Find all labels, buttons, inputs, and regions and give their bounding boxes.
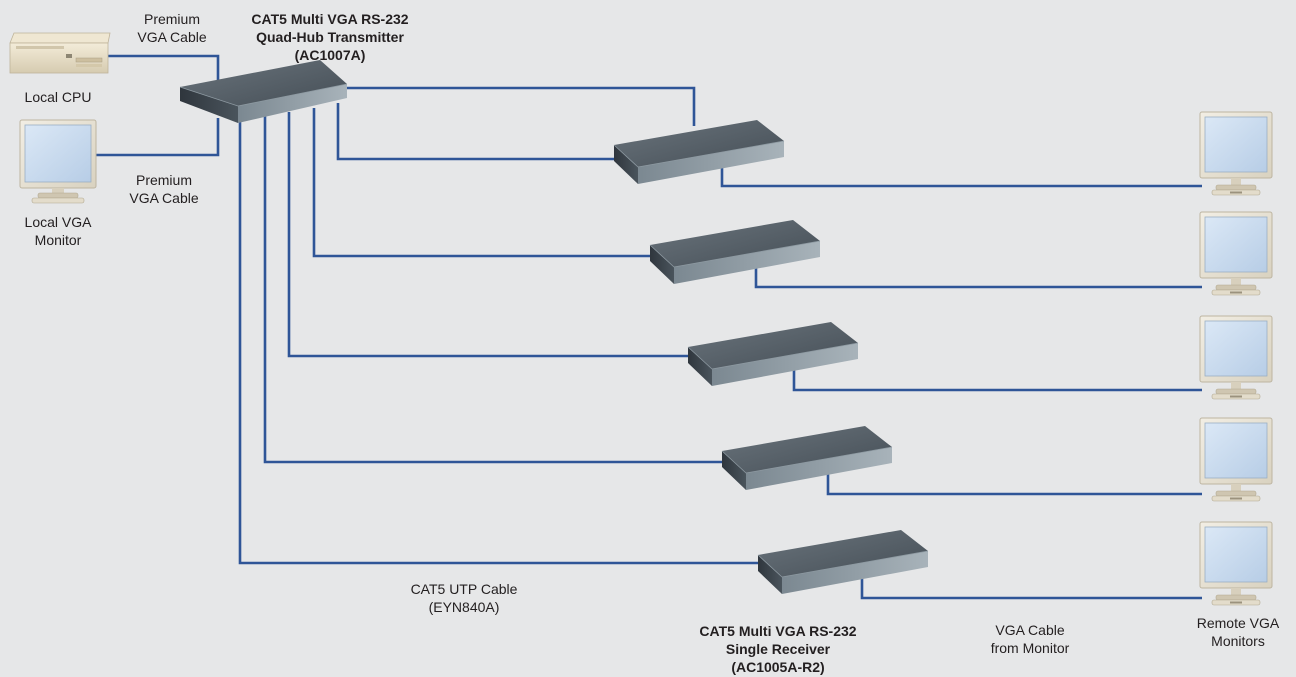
lcd-monitor-icon [19,119,97,204]
receiver-label: CAT5 Multi VGA RS-232 Single Receiver (A… [699,623,857,675]
vga-cable-remote-2 [754,266,1202,289]
utp-cable-label: CAT5 UTP Cable (EYN840A) [410,581,518,615]
premium-vga-cable-monitor [96,118,220,157]
lcd-monitor-icon [1199,315,1273,400]
cat5-cable-3 [312,108,652,258]
network-receiver-icon [721,425,893,491]
premium-vga-cable-cpu [108,54,220,82]
lcd-monitor-icon [1199,521,1273,606]
vga-cable-remote-3 [792,369,1202,392]
receiver-2 [649,219,821,285]
cat5-cable-6 [238,120,760,565]
lcd-monitor-icon [1199,211,1273,296]
vga-from-monitor-label: VGA Cable from Monitor [990,622,1070,656]
network-receiver-icon [649,219,821,285]
premium-cable-label-bottom: Premium VGA Cable [129,172,199,206]
vga-cable-remote-1 [720,168,1202,188]
lcd-monitor-icon [1199,111,1273,196]
local-monitor-label: Local VGA Monitor [24,214,92,248]
vga-cable-remote-5 [860,577,1202,600]
premium-cable-label-top: Premium VGA Cable [137,11,207,45]
network-receiver-icon [757,529,929,595]
cat5-cable-4 [287,112,690,358]
cat5-cable-1 [345,86,696,126]
cat5-cable-2 [336,103,616,161]
network-receiver-icon [613,119,785,185]
network-receiver-icon [687,321,859,387]
receiver-3 [687,321,859,387]
transmitter-label: CAT5 Multi VGA RS-232 Quad-Hub Transmitt… [251,11,409,63]
receiver-4 [721,425,893,491]
desktop-cpu-icon [9,32,111,74]
cat5-cable-5 [263,116,724,464]
network-hub-icon [179,60,348,123]
receiver-1 [613,119,785,185]
lcd-monitor-icon [1199,417,1273,502]
local-cpu-label: Local CPU [24,89,92,105]
vga-cable-remote-4 [826,474,1202,496]
remote-monitors-label: Remote VGA Monitors [1196,615,1280,649]
receiver-5 [757,529,929,595]
cables [96,54,1202,600]
